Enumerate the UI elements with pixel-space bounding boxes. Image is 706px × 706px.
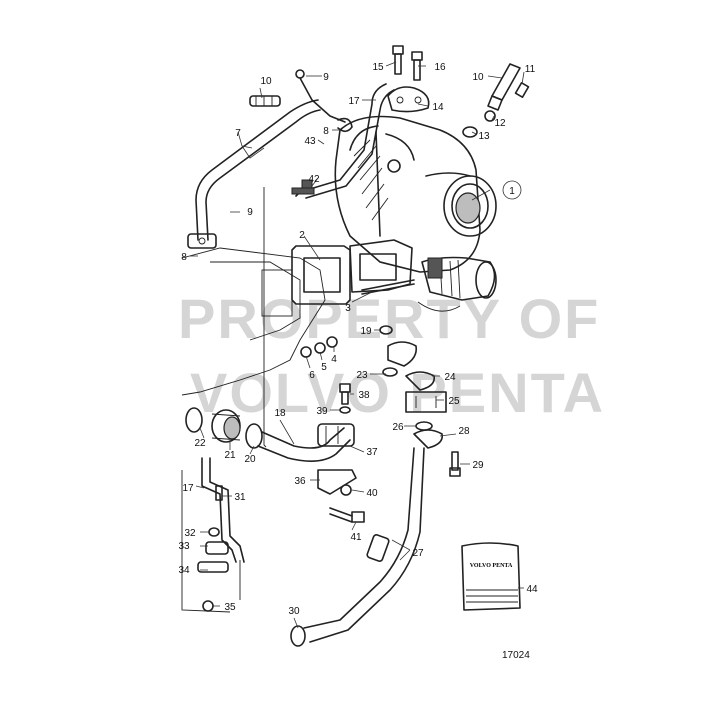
callout-3: 3: [345, 303, 351, 314]
callout-17b: 17: [182, 483, 194, 494]
fittings-top-right: [462, 63, 530, 138]
callout-9a: 9: [323, 72, 329, 83]
callout-4: 4: [331, 354, 337, 365]
callout-42: 42: [308, 174, 320, 185]
callout-44: 44: [526, 584, 538, 595]
oil-pipe-17-top: [291, 83, 395, 199]
callout-37: 37: [366, 447, 378, 458]
manual-booklet: VOLVO PENTA: [461, 542, 521, 611]
callout-40: 40: [366, 488, 378, 499]
callout-32: 32: [184, 528, 196, 539]
callout-29: 29: [472, 460, 484, 471]
oil-pipe-17-bottom: [197, 457, 245, 612]
callout-10a: 10: [260, 76, 272, 87]
turbocharger: [334, 115, 497, 301]
callout-26: 26: [392, 422, 404, 433]
fittings-top-left: [249, 69, 353, 133]
callout-36: 36: [294, 476, 306, 487]
callout-34: 34: [178, 565, 190, 576]
callout-43: 43: [304, 136, 316, 147]
callout-19: 19: [360, 326, 372, 337]
callout-18: 18: [274, 408, 286, 419]
flanges-24-28: [382, 341, 447, 449]
engine-block: [181, 187, 326, 613]
callout-31: 31: [234, 492, 246, 503]
pipe-27-30: [290, 447, 425, 647]
callout-9b: 9: [247, 207, 253, 218]
callout-17a: 17: [348, 96, 360, 107]
callout-41: 41: [350, 532, 362, 543]
bolt-29: [449, 451, 461, 477]
callout-14: 14: [432, 102, 444, 113]
callout-12: 12: [494, 118, 506, 129]
callout-8b: 8: [323, 126, 329, 137]
bracket-36: [317, 469, 365, 523]
callout-20: 20: [244, 454, 256, 465]
callout-33: 33: [178, 541, 190, 552]
callout-22: 22: [194, 438, 206, 449]
oil-pipe-18: [185, 407, 355, 462]
callout-24: 24: [444, 372, 456, 383]
callout-13: 13: [478, 131, 490, 142]
callout-1-circle: [502, 180, 522, 200]
callout-6: 6: [309, 370, 315, 381]
volvo-penta-logo: VOLVO PENTA: [470, 563, 513, 569]
callout-25: 25: [448, 396, 460, 407]
callout-28: 28: [458, 426, 470, 437]
callout-21: 21: [224, 450, 236, 461]
callout-27: 27: [412, 548, 424, 559]
callouts: 1 2 3 4 5 6 7 8 8 9 9 10 10 11 12 13 14 …: [178, 62, 538, 617]
callout-5: 5: [321, 362, 327, 373]
leader-lines: [190, 61, 525, 629]
watermark-line-2: VOLVO PENTA: [190, 361, 605, 424]
bolts-15-16: [387, 45, 430, 113]
callout-16: 16: [434, 62, 446, 73]
callout-10b: 10: [472, 72, 484, 83]
callout-38: 38: [358, 390, 370, 401]
figure-number: 17024: [502, 650, 530, 661]
callout-11: 11: [525, 64, 536, 75]
callout-39: 39: [316, 406, 328, 417]
callout-23: 23: [356, 370, 368, 381]
callout-1: 1: [509, 186, 515, 197]
callout-2: 2: [299, 230, 305, 241]
watermark: PROPERTY OF VOLVO PENTA: [178, 287, 605, 424]
callout-7: 7: [235, 128, 241, 139]
callout-30: 30: [288, 606, 300, 617]
callout-15: 15: [372, 62, 384, 73]
watermark-line-1: PROPERTY OF: [178, 287, 600, 350]
oil-pipe-7: [187, 99, 321, 249]
callout-8a: 8: [181, 252, 187, 263]
callout-35: 35: [224, 602, 236, 613]
